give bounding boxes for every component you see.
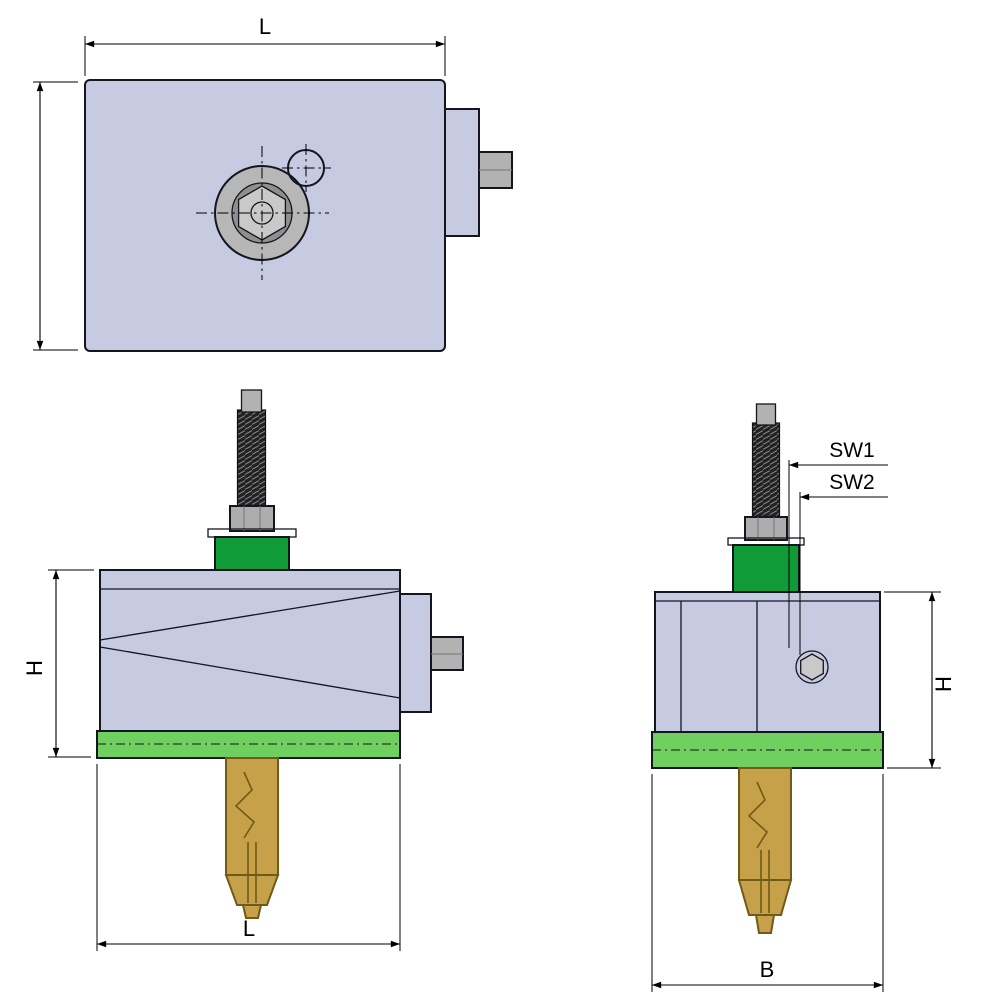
dim-width-side: B xyxy=(651,774,884,992)
clamp-body xyxy=(738,767,792,881)
dim-label-H-front: H xyxy=(22,660,47,676)
front-body-outline xyxy=(99,569,401,732)
stud-tip xyxy=(755,403,777,426)
top-view: L xyxy=(33,14,513,352)
dim-depth-top xyxy=(33,81,78,351)
stud-nut xyxy=(229,505,275,532)
front-connector xyxy=(399,593,432,713)
dim-label-L-front: L xyxy=(243,916,255,941)
side-hex-bolt xyxy=(795,650,829,684)
dim-label-L-top: L xyxy=(259,14,271,39)
clamp-break-line xyxy=(234,771,256,839)
stud-nut xyxy=(744,516,788,541)
side-view: SW1 SW2 H B xyxy=(651,403,956,992)
dim-height-side: H xyxy=(884,591,956,769)
green-collar xyxy=(732,544,800,593)
boss-center-hole xyxy=(250,201,274,225)
clamp-taper xyxy=(224,874,280,906)
side-body-outline xyxy=(654,591,881,733)
green-collar xyxy=(214,536,290,572)
threaded-stud xyxy=(236,409,267,513)
bolt-circle xyxy=(795,650,829,684)
dim-label-SW1: SW1 xyxy=(829,439,875,462)
dim-length-top: L xyxy=(84,14,446,76)
clamp-tip xyxy=(754,914,776,934)
dim-label-H-side: H xyxy=(931,676,956,692)
dim-label-B: B xyxy=(760,957,775,982)
center-boss xyxy=(196,146,329,280)
dim-sw1: SW1 xyxy=(788,439,888,648)
dim-length-front: L xyxy=(96,764,401,951)
front-view: H L xyxy=(22,389,464,951)
clamp-taper xyxy=(737,879,793,916)
brass-clamp xyxy=(737,767,793,934)
clamp-body xyxy=(225,757,279,876)
wedge-line-lower xyxy=(99,646,401,699)
stud-tip xyxy=(240,389,263,413)
dim-height-front: H xyxy=(22,569,94,758)
clamp-tip xyxy=(241,904,263,919)
brass-clamp xyxy=(224,757,280,919)
clamp-break-line xyxy=(747,781,769,849)
wedge-line-upper xyxy=(99,590,401,641)
dim-label-SW2: SW2 xyxy=(829,471,875,494)
bolt-hexagon xyxy=(800,653,824,681)
top-connector xyxy=(444,108,480,237)
pilot-hole xyxy=(282,144,331,192)
threaded-stud xyxy=(751,422,781,520)
dim-sw2: SW2 xyxy=(799,471,888,655)
